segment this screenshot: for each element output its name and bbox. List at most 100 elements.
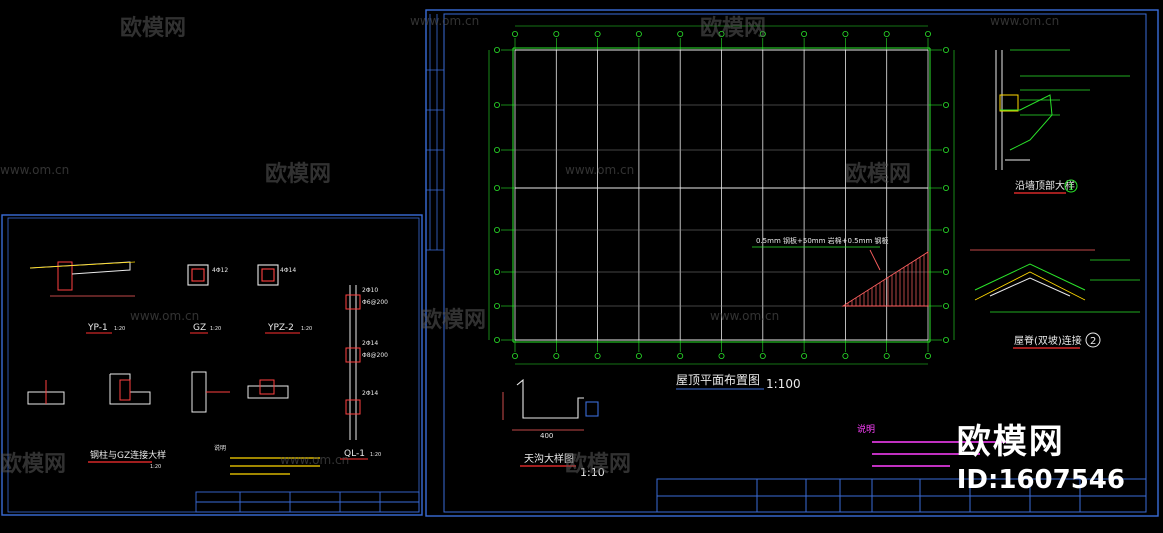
grid-axis-bubble-left (493, 226, 500, 233)
left-label-ql1: QL-1 (344, 449, 365, 459)
eave-detail-number-circle (1064, 179, 1078, 193)
grid-axis-bubble-top (512, 30, 519, 37)
yp1-section-drawing (29, 261, 136, 297)
grid-axis-bubble-top (883, 30, 890, 37)
left-scale-yp1: 1:20 (114, 326, 125, 332)
ridge-detail-number: 2 (1090, 336, 1096, 347)
eave-detail-number: 1 (1068, 183, 1074, 193)
grid-axis-bubble-right (943, 226, 950, 233)
watermark-brand-4: 欧模网 (845, 162, 912, 187)
grid-axis-bubble-right (943, 336, 950, 343)
ridge-detail-number-circle (1085, 332, 1101, 348)
roof-hatch (752, 246, 929, 307)
left-note-title: 说明 (214, 444, 226, 452)
rebar-label-ql-5: 2Φ14 (362, 390, 378, 397)
left-label-gz: GZ (193, 323, 206, 333)
watermark-url-3: www.om.cn (0, 163, 70, 177)
steel-column-details (27, 371, 289, 413)
watermark-url-6: www.om.cn (710, 309, 780, 323)
grid-axis-bubble-bottom (553, 352, 560, 359)
grid-axis-bubble-top (925, 30, 932, 37)
watermark-url-7: www.om.cn (280, 453, 350, 467)
grid-axis-bubble-top (718, 30, 725, 37)
main-title-block (656, 478, 1147, 513)
left-bottom-title: 钢柱与GZ连接大样 (90, 449, 166, 461)
grid-axis-bubble-bottom (925, 352, 932, 359)
ridge-detail-title: 屋脊(双坡)连接 (1014, 334, 1082, 347)
grid-axis-bubble-bottom (718, 352, 725, 359)
main-sheet-frame (425, 9, 1159, 517)
roof-plan-grid (488, 25, 955, 365)
main-sheet-side-strip (426, 14, 444, 251)
ridge-detail-drawing (970, 249, 1140, 313)
grid-axis-bubble-left (493, 336, 500, 343)
grid-axis-bubble-left (493, 268, 500, 275)
grid-axis-bubble-left (493, 184, 500, 191)
watermark-url-4: www.om.cn (565, 163, 635, 177)
grid-axis-bubble-top (594, 30, 601, 37)
grid-axis-bubble-bottom (677, 352, 684, 359)
watermark-url-5: www.om.cn (130, 309, 200, 323)
grid-axis-bubble-top (553, 30, 560, 37)
grid-axis-bubble-right (943, 102, 950, 109)
gutter-detail (502, 378, 599, 431)
grid-axis-bubble-top (801, 30, 808, 37)
ql-column-drawing (345, 285, 361, 440)
gutter-title: 天沟大样图 (524, 452, 574, 465)
rebar-label-ql-3: 2Φ14 (362, 340, 378, 347)
rebar-label-ql-1: 2Φ10 (362, 287, 378, 294)
id-watermark-number: ID:1607546 (956, 465, 1125, 495)
plan-title: 屋顶平面布置图 (676, 373, 760, 387)
grid-axis-bubble-bottom (759, 352, 766, 359)
grid-axis-bubble-bottom (801, 352, 808, 359)
grid-axis-bubble-bottom (594, 352, 601, 359)
rebar-label-ypz2: 4Φ14 (280, 267, 296, 274)
gutter-scale: 1:10 (580, 466, 605, 479)
grid-axis-bubble-top (677, 30, 684, 37)
id-watermark-brand: 欧模网 (956, 422, 1065, 462)
left-label-ypz2: YPZ-2 (267, 323, 294, 333)
watermark-url-2: www.om.cn (990, 14, 1060, 28)
grid-axis-bubble-bottom (883, 352, 890, 359)
grid-axis-bubble-bottom (842, 352, 849, 359)
gz-section-drawing (187, 264, 209, 286)
watermark-url-1: www.om.cn (410, 14, 480, 28)
roof-note-text: 0.5mm 钢板+50mm 岩棉+0.5mm 钢板 (756, 236, 889, 245)
grid-axis-bubble-left (493, 102, 500, 109)
left-title-block (195, 491, 420, 513)
left-scale-ql1: 1:20 (370, 452, 381, 458)
watermark-brand-6: 欧模网 (0, 452, 67, 477)
watermark-brand-2: 欧模网 (700, 16, 767, 41)
grid-axis-bubble-right (943, 268, 950, 275)
grid-axis-bubble-top (635, 30, 642, 37)
grid-axis-bubble-right (943, 302, 950, 309)
grid-axis-bubble-right (943, 146, 950, 153)
watermark-brand-3: 欧模网 (265, 162, 332, 187)
grid-axis-bubble-left (493, 302, 500, 309)
rebar-label-ql-2: Φ6@200 (362, 299, 388, 306)
left-note-lines (230, 457, 320, 475)
grid-axis-bubble-bottom (635, 352, 642, 359)
grid-axis-bubble-left (493, 47, 500, 54)
grid-axis-bubble-top (842, 30, 849, 37)
eave-detail-title: 沿墙顶部大样 (1015, 179, 1075, 192)
plan-scale: 1:100 (766, 377, 801, 391)
notes-title: 说明 (857, 423, 875, 435)
grid-axis-bubble-left (493, 146, 500, 153)
watermark-brand-1: 欧模网 (120, 16, 187, 41)
id-watermark: 欧模网 ID:1607546 (957, 414, 1125, 495)
grid-axis-bubble-right (943, 47, 950, 54)
watermark-brand-5: 欧模网 (420, 308, 487, 333)
left-sheet-frame (1, 214, 423, 516)
grid-axis-bubble-top (759, 30, 766, 37)
ypz2-section-drawing (257, 264, 279, 286)
eave-detail-drawing (995, 49, 1130, 170)
left-scale-ypz2: 1:20 (301, 326, 312, 332)
rebar-label-ql-4: Φ8@200 (362, 352, 388, 359)
left-scale-gz: 1:20 (210, 326, 221, 332)
grid-axis-bubble-bottom (512, 352, 519, 359)
watermark-brand-7: 欧模网 (565, 452, 632, 477)
left-bottom-scale: 1:20 (150, 464, 161, 470)
gutter-dim: 400 (540, 432, 553, 440)
